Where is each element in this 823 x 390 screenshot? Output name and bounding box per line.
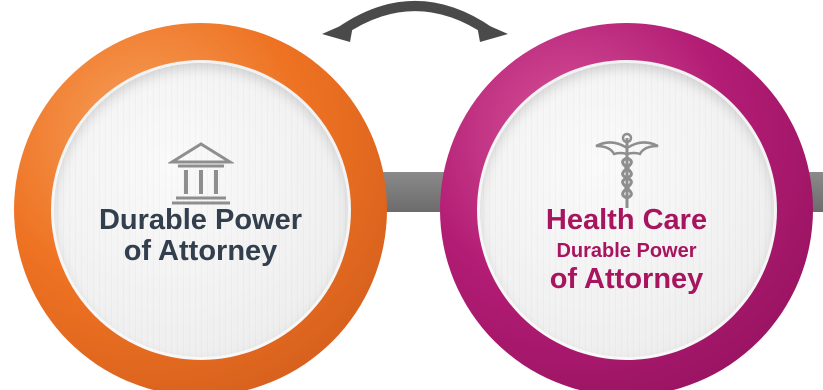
health-care-durable-power-of-attorney-circle: Health Care Durable Power of Attorney <box>440 23 813 390</box>
left-label-line2: of Attorney <box>123 235 278 268</box>
double-headed-curved-arrow-icon <box>322 1 508 42</box>
caduceus-icon <box>594 132 659 208</box>
right-label: Health Care Durable Power of Attorney <box>477 203 777 297</box>
left-label: Durable Power of Attorney <box>51 203 351 269</box>
right-label-line2: Durable Power <box>556 240 697 263</box>
courthouse-icon <box>167 141 234 204</box>
right-inner-disc: Health Care Durable Power of Attorney <box>476 59 777 360</box>
right-label-line3: of Attorney <box>549 263 704 296</box>
right-label-line1: Health Care <box>545 203 708 236</box>
durable-power-of-attorney-circle: Durable Power of Attorney <box>14 23 387 390</box>
left-inner-disc: Durable Power of Attorney <box>50 59 351 360</box>
left-label-line1: Durable Power <box>98 203 303 236</box>
